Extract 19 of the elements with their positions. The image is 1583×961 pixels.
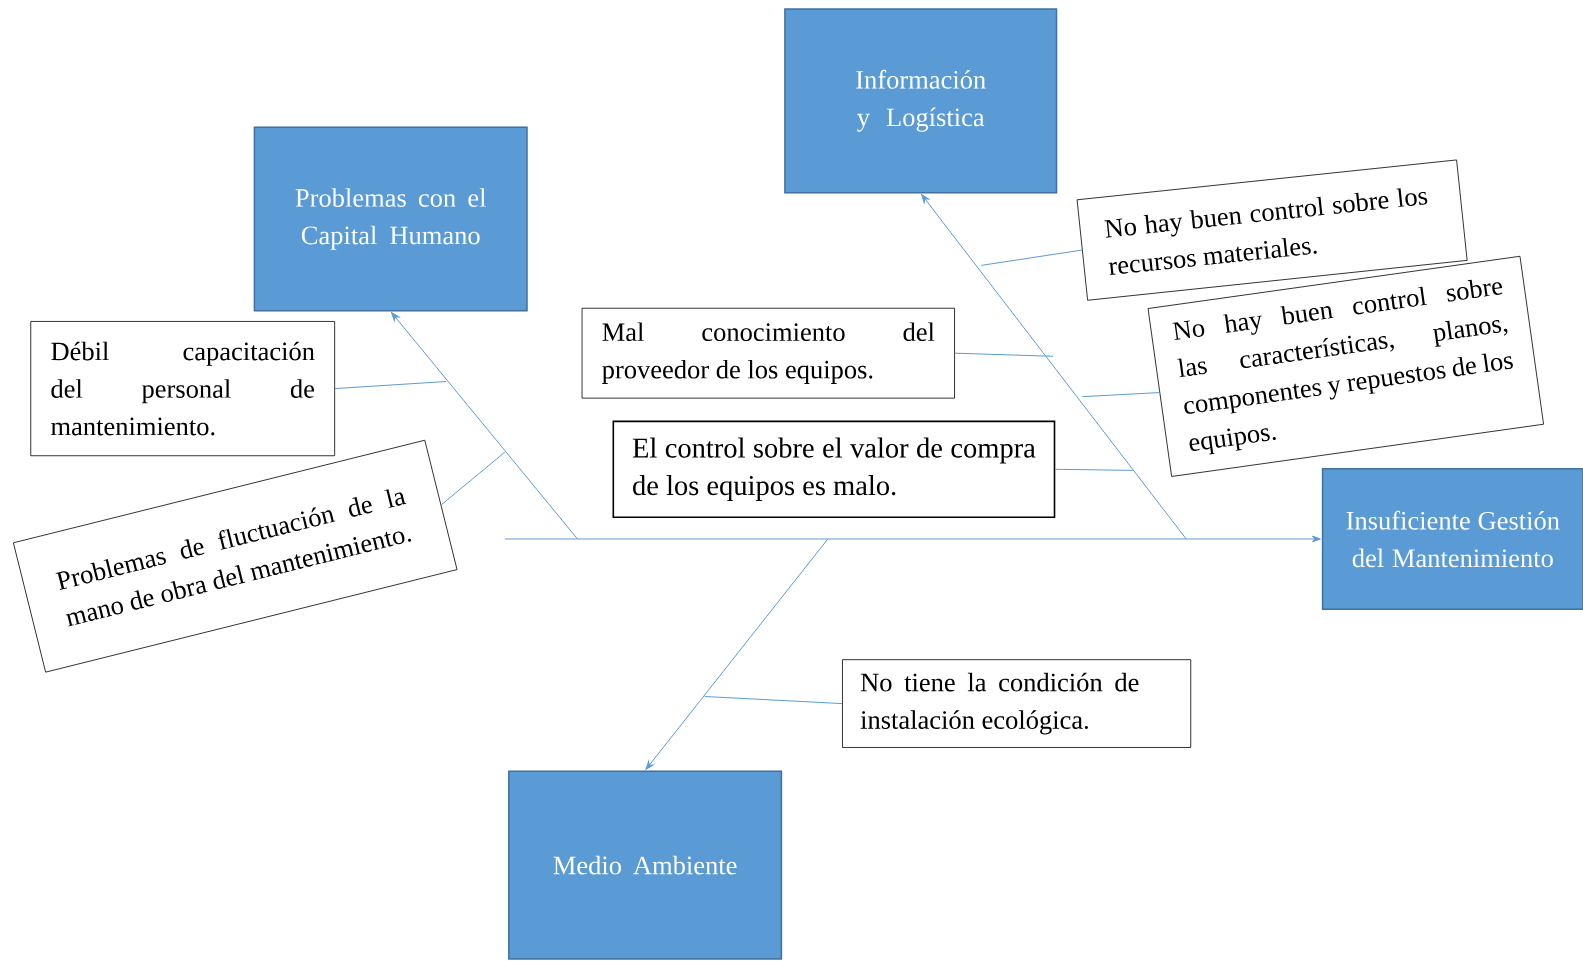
cause-box: No tiene la condición de instalación ecológica. bbox=[842, 659, 1192, 748]
leader-line bbox=[954, 352, 1054, 357]
category-box: Información y Logística bbox=[784, 8, 1058, 194]
category-box: Insuficiente Gestión del Mantenimiento bbox=[1321, 468, 1583, 610]
leader-line bbox=[1054, 468, 1134, 471]
leader-line bbox=[704, 696, 843, 705]
leader-line bbox=[980, 249, 1083, 266]
cause-box: El control sobre el valor de compra de los equipos es malo. bbox=[612, 420, 1056, 519]
arrow bbox=[391, 312, 578, 540]
arrow bbox=[504, 535, 1321, 543]
cause-box: Mal conocimiento del proveedor de los equipos. bbox=[581, 307, 955, 399]
category-box: Problemas con el Capital Humano bbox=[253, 126, 528, 312]
arrow bbox=[645, 538, 829, 770]
leader-line bbox=[440, 451, 506, 506]
arrow bbox=[921, 194, 1187, 540]
leader-line bbox=[334, 381, 447, 390]
category-box: Medio Ambiente bbox=[508, 770, 783, 960]
cause-box: Débil capacitación del personal de mantenimiento. bbox=[30, 321, 336, 457]
leader-line bbox=[1081, 392, 1160, 398]
